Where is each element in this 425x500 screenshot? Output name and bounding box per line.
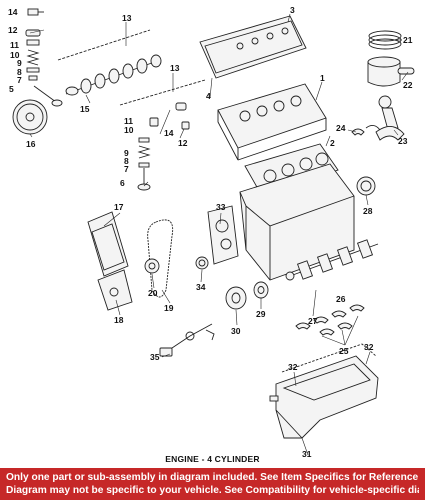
piston-part xyxy=(367,56,415,87)
lifter-part xyxy=(149,102,190,130)
callout-33: 33 xyxy=(216,202,226,212)
leader-lines xyxy=(29,13,409,456)
callout-12-mid: 12 xyxy=(178,138,188,148)
belt-tensioner-part xyxy=(144,258,160,274)
callout-29: 29 xyxy=(256,309,266,319)
callout-8-top: 8 xyxy=(17,67,22,77)
gasket-strip-part xyxy=(57,29,206,106)
callout-22: 22 xyxy=(403,80,413,90)
callout-27: 27 xyxy=(308,316,318,326)
intake-valve-part xyxy=(33,85,63,107)
valve-cover-part xyxy=(199,15,307,79)
callout-9-top: 9 xyxy=(17,58,22,68)
callout-13-mid: 13 xyxy=(170,63,180,73)
rod-bearing-part xyxy=(351,128,365,136)
callout-6: 6 xyxy=(120,178,125,188)
callout-17: 17 xyxy=(114,202,124,212)
disclaimer-line-1: Only one part or sub-assembly in diagram… xyxy=(6,472,419,483)
rear-seal-part xyxy=(356,176,376,196)
oil-pump-part xyxy=(207,205,239,265)
callout-16: 16 xyxy=(26,139,36,149)
callout-28: 28 xyxy=(363,206,373,216)
cam-sprocket-part xyxy=(12,99,48,135)
callout-18: 18 xyxy=(114,315,124,325)
callout-8-mid: 8 xyxy=(124,156,129,166)
piston-rings-part xyxy=(368,30,402,50)
callout-7-top: 7 xyxy=(17,75,22,85)
crank-seal-part xyxy=(195,256,209,270)
callout-26: 26 xyxy=(336,294,346,304)
callout-14-top: 14 xyxy=(8,7,18,17)
engine-block-part xyxy=(239,163,355,281)
callout-31: 31 xyxy=(302,449,312,459)
callout-7-mid: 7 xyxy=(124,164,129,174)
oil-pickup-part xyxy=(159,323,215,357)
timing-belt-part xyxy=(147,219,174,298)
oil-pan-part xyxy=(275,355,379,439)
disclaimer-banner: Only one part or sub-assembly in diagram… xyxy=(0,468,425,500)
disclaimer-line-2: Diagram may not be specific to your vehi… xyxy=(6,485,419,496)
parts-diagram: 14 13 3 12 21 11 10 9 13 8 22 7 1 5 4 15… xyxy=(8,5,415,459)
callout-11-mid: 11 xyxy=(124,116,133,126)
diagram-caption: ENGINE - 4 CYLINDER xyxy=(165,454,260,464)
callout-34: 34 xyxy=(196,282,206,292)
callout-11-top: 11 xyxy=(10,40,19,50)
timing-cover-part xyxy=(87,211,129,277)
callout-12-top: 12 xyxy=(8,25,18,35)
valve-cover-bolt-part xyxy=(27,8,44,16)
main-bearings-part xyxy=(295,304,365,336)
callout-35: 35 xyxy=(150,352,160,362)
connecting-rod-part xyxy=(365,95,405,141)
cylinder-head-part xyxy=(217,83,327,161)
callout-15: 15 xyxy=(80,104,90,114)
lower-timing-cover-part xyxy=(97,269,133,311)
crankshaft-part xyxy=(285,239,379,281)
callout-1: 1 xyxy=(320,73,325,83)
callout-23: 23 xyxy=(398,136,408,146)
callout-5: 5 xyxy=(9,84,14,94)
crank-pulley-part xyxy=(225,286,247,310)
callout-20: 20 xyxy=(148,288,158,298)
callout-3: 3 xyxy=(290,5,295,15)
callout-32-left: 32 xyxy=(288,362,298,372)
crank-sprocket-part xyxy=(253,281,269,299)
callout-10-top: 10 xyxy=(10,50,20,60)
callout-labels: 14 13 3 12 21 11 10 9 13 8 22 7 1 5 4 15… xyxy=(8,5,413,459)
callout-19: 19 xyxy=(164,303,174,313)
callout-9-mid: 9 xyxy=(124,148,129,158)
callout-30: 30 xyxy=(231,326,241,336)
callout-2: 2 xyxy=(330,138,335,148)
valve-spring-assembly-part xyxy=(25,29,41,81)
callout-21: 21 xyxy=(403,35,413,45)
exhaust-valve-part xyxy=(137,137,151,191)
callout-24: 24 xyxy=(336,123,346,133)
callout-14-mid: 14 xyxy=(164,128,174,138)
callout-25: 25 xyxy=(339,346,349,356)
camshaft-part xyxy=(65,54,162,96)
callout-32-right: 32 xyxy=(364,342,374,352)
callout-13-top: 13 xyxy=(122,13,132,23)
drain-plug-part xyxy=(269,395,279,402)
callout-4: 4 xyxy=(206,91,211,101)
callout-10-mid: 10 xyxy=(124,125,134,135)
